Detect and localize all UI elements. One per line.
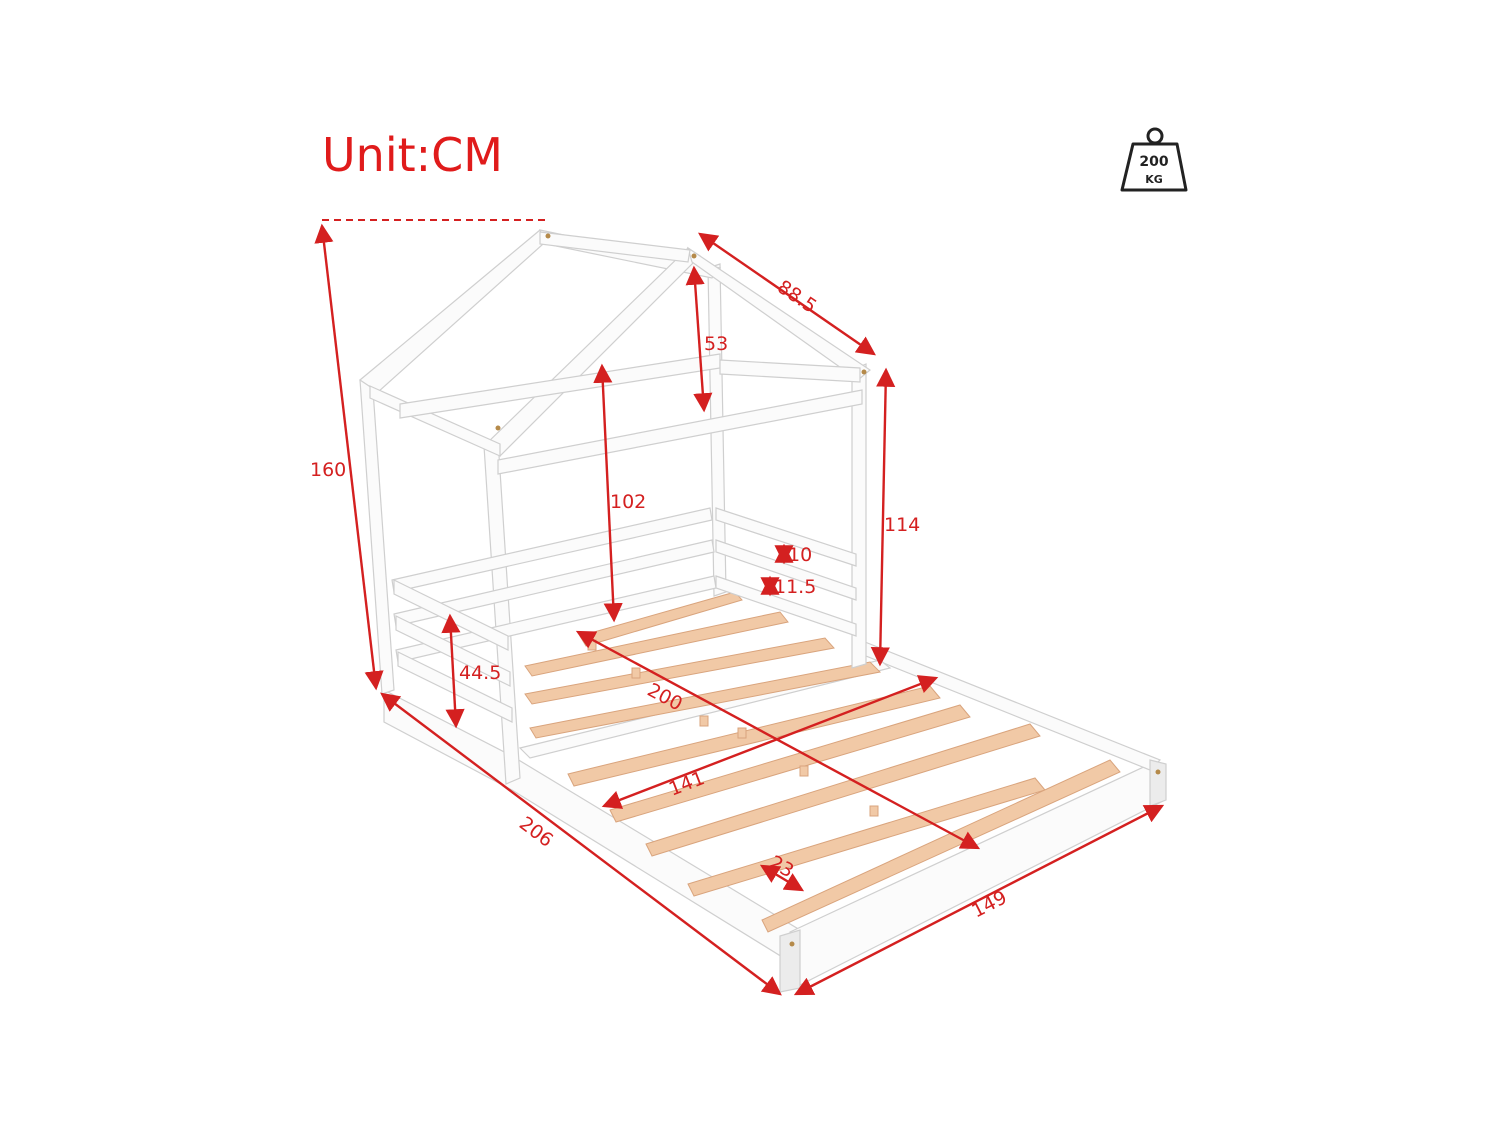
dim-line-roof-depth [698, 232, 876, 356]
dim-line-slat-spacing [759, 864, 805, 892]
weight-unit: KG [1145, 173, 1163, 186]
label-guard-rail: 44.5 [459, 662, 501, 684]
label-rail-gap-top: 10 [788, 544, 812, 566]
label-total-height: 160 [310, 459, 346, 481]
dim-line-total-height [314, 223, 384, 691]
dim-line-guard-rail [441, 613, 465, 729]
label-side-height: 114 [884, 514, 920, 536]
weight-value: 200 [1139, 154, 1168, 170]
dim-line-side-height [870, 367, 896, 667]
weight-icon: 200 KG [1120, 127, 1188, 192]
dim-line-inner-height [593, 363, 623, 623]
label-total-length: 206 [515, 812, 557, 851]
dim-line-total-length [380, 692, 782, 996]
unit-label: Unit:CM [322, 128, 503, 182]
bed-slats [524, 591, 1121, 933]
dim-line-total-width [793, 804, 1165, 996]
dim-line-roof-peak [685, 265, 713, 413]
label-roof-peak: 53 [704, 333, 728, 355]
label-inner-height: 102 [610, 491, 646, 513]
dimension-lines [314, 219, 1165, 996]
label-rail-gap-bottom: 11.5 [774, 576, 816, 598]
